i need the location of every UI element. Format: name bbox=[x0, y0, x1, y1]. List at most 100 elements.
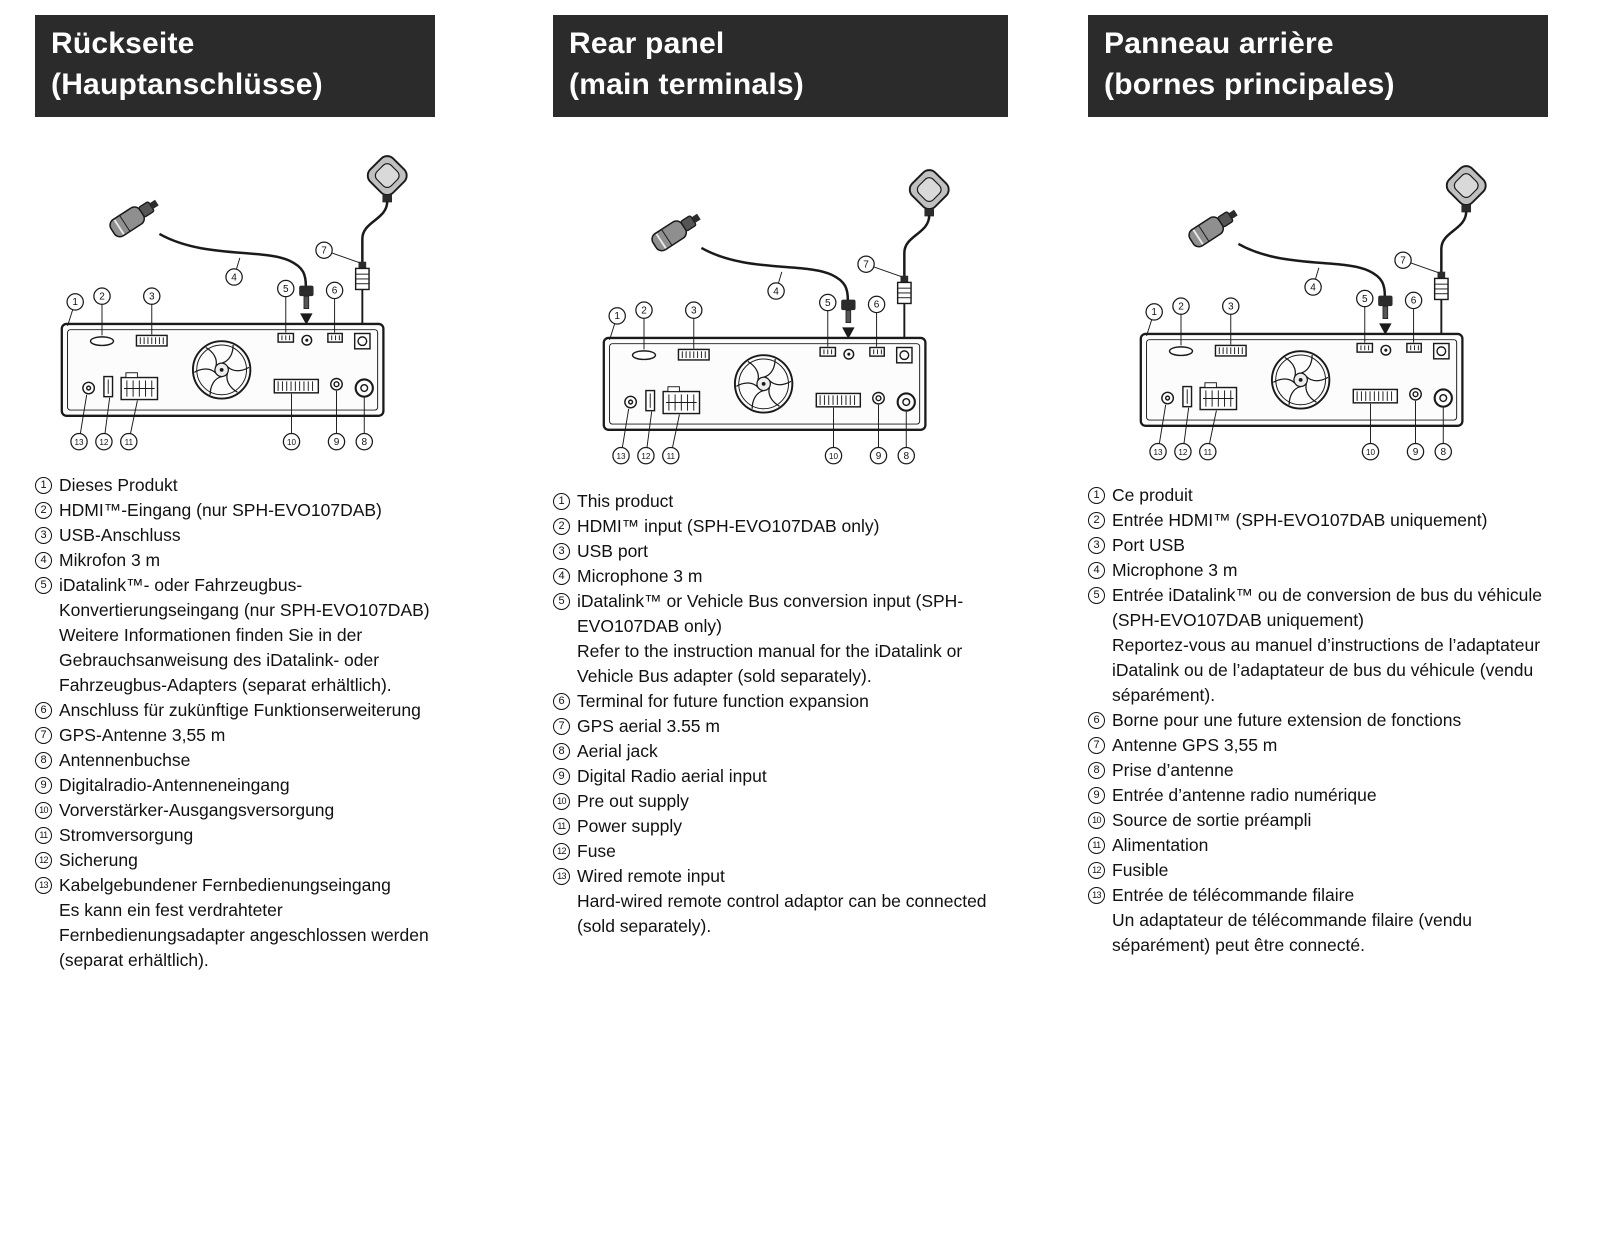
wired-remote-jack bbox=[82, 381, 96, 395]
item-text: Port USB bbox=[1112, 534, 1185, 555]
item-text: Stromversorgung bbox=[59, 824, 194, 845]
svg-text:2: 2 bbox=[99, 291, 105, 302]
svg-text:7: 7 bbox=[1400, 255, 1406, 266]
item-text: Entrée iDatalink™ ou de conversion de bu… bbox=[1112, 583, 1548, 708]
item-number-badge: 11 bbox=[1088, 836, 1105, 854]
item-note: Un adaptateur de télécommande filaire (v… bbox=[1112, 909, 1472, 955]
callout-7 bbox=[315, 241, 333, 259]
aerial-jack bbox=[354, 377, 374, 398]
item-number-badge: 2 bbox=[35, 501, 52, 519]
callout-10 bbox=[282, 432, 301, 451]
callout-4 bbox=[767, 281, 785, 300]
svg-text:12: 12 bbox=[1178, 448, 1188, 457]
section-title-line1: Rear panel bbox=[569, 27, 725, 60]
item-number-badge: 5 bbox=[35, 576, 52, 594]
callout-3 bbox=[143, 287, 161, 305]
svg-text:3: 3 bbox=[691, 305, 697, 316]
section-header: Rear panel (main terminals) bbox=[553, 15, 1008, 117]
item-text: USB port bbox=[577, 540, 648, 561]
svg-text:11: 11 bbox=[125, 438, 134, 447]
item-text: USB-Anschluss bbox=[59, 524, 181, 545]
item-number-badge: 7 bbox=[553, 717, 570, 735]
item-number-badge: 3 bbox=[1088, 536, 1105, 554]
svg-text:5: 5 bbox=[1362, 293, 1368, 304]
callout-13 bbox=[70, 432, 88, 451]
svg-text:7: 7 bbox=[321, 245, 327, 256]
section-title-line2: (bornes principales) bbox=[1104, 67, 1395, 101]
item-number-badge: 3 bbox=[553, 542, 570, 560]
wired-remote-jack bbox=[1161, 391, 1175, 405]
svg-text:13: 13 bbox=[617, 452, 627, 461]
item-text: Microphone 3 m bbox=[1112, 559, 1238, 580]
svg-text:12: 12 bbox=[641, 452, 651, 461]
callout-12 bbox=[95, 432, 113, 451]
digital-radio-jack bbox=[872, 391, 885, 405]
callout-1 bbox=[608, 306, 626, 325]
svg-text:10: 10 bbox=[287, 438, 297, 447]
svg-text:11: 11 bbox=[667, 452, 676, 461]
item-text: Anschluss für zukünftige Funktionserweit… bbox=[59, 699, 421, 720]
item-number-badge: 4 bbox=[553, 567, 570, 585]
item-text: HDMI™ input (SPH-EVO107DAB only) bbox=[577, 515, 880, 536]
item-number-badge: 2 bbox=[1088, 511, 1105, 529]
svg-text:4: 4 bbox=[773, 286, 779, 297]
hdmi-port bbox=[631, 349, 657, 360]
callout-6 bbox=[867, 295, 886, 313]
item-number-badge: 10 bbox=[1088, 811, 1105, 829]
item-number-badge: 12 bbox=[553, 842, 570, 860]
item-number-badge: 1 bbox=[1088, 486, 1105, 504]
callout-5 bbox=[277, 279, 295, 297]
gps-antenna bbox=[896, 168, 950, 348]
svg-text:9: 9 bbox=[876, 451, 882, 462]
hdmi-port bbox=[89, 335, 115, 346]
pre-out-connector bbox=[1352, 388, 1399, 404]
callout-9 bbox=[1406, 442, 1425, 461]
callout-3 bbox=[685, 301, 703, 319]
callout-12 bbox=[1174, 442, 1192, 461]
gps-jack bbox=[895, 346, 913, 364]
item-text: Terminal for future function expansion bbox=[577, 690, 869, 711]
callout-11 bbox=[1199, 442, 1217, 461]
plug-arrow bbox=[1379, 322, 1392, 335]
item-text: Power supply bbox=[577, 815, 683, 836]
item-number-badge: 5 bbox=[1088, 586, 1105, 604]
item-text: This product bbox=[577, 490, 674, 511]
pre-out-connector bbox=[273, 378, 320, 394]
svg-text:11: 11 bbox=[1204, 448, 1213, 457]
item-number-badge: 6 bbox=[1088, 711, 1105, 729]
svg-text:2: 2 bbox=[641, 305, 647, 316]
callout-4 bbox=[1304, 277, 1322, 296]
list-item: 3 Port USB bbox=[1088, 533, 1548, 558]
item-note: Es kann ein fest verdrahteter Fernbedien… bbox=[59, 899, 429, 970]
callout-3 bbox=[1222, 297, 1240, 315]
item-text: Fusible bbox=[1112, 859, 1169, 880]
callout-10 bbox=[824, 446, 843, 465]
svg-text:8: 8 bbox=[903, 451, 909, 462]
item-number-badge: 7 bbox=[1088, 736, 1105, 754]
item-number-badge: 4 bbox=[1088, 561, 1105, 579]
callout-11 bbox=[662, 446, 680, 465]
item-number-badge: 7 bbox=[35, 726, 52, 744]
